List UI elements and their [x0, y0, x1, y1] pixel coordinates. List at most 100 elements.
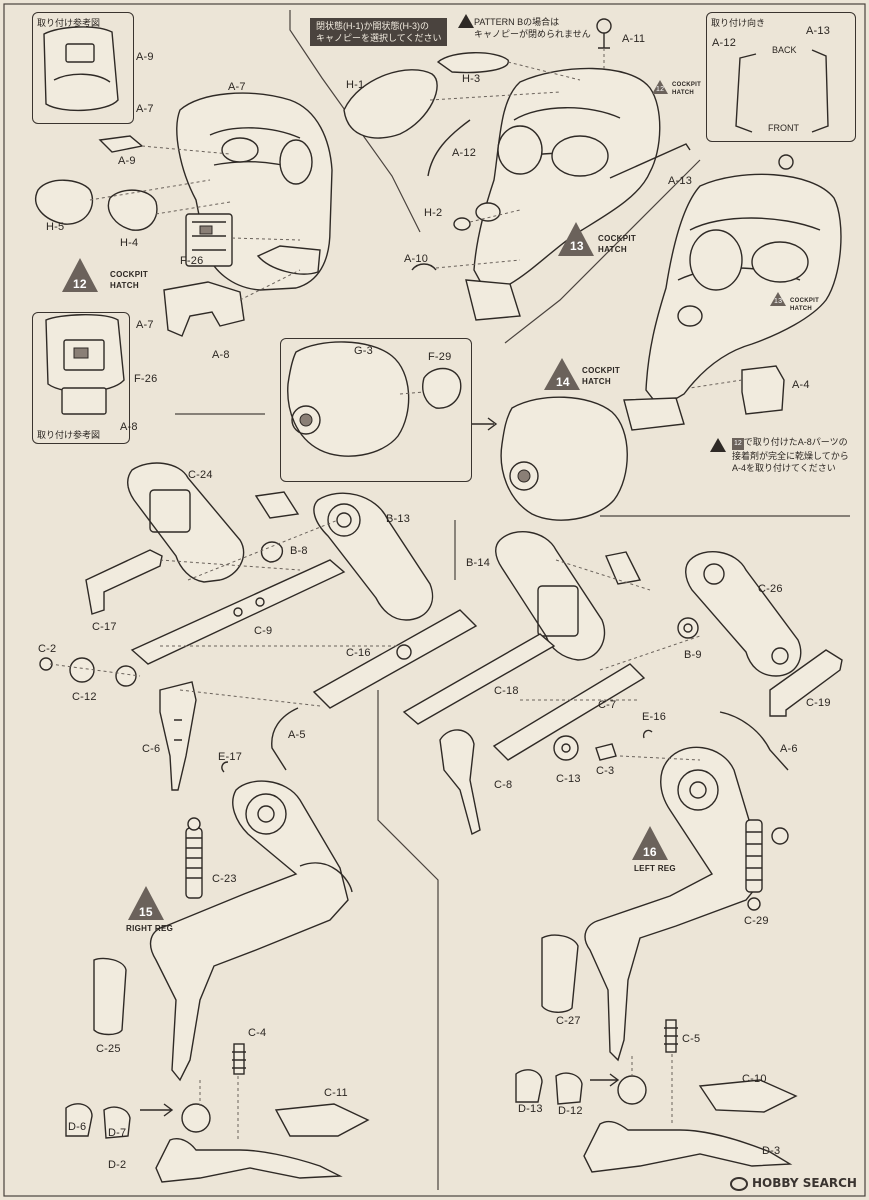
part-label: C-29 [744, 915, 769, 927]
part-label: A-8 [212, 349, 230, 361]
step14-number: 14 [556, 375, 570, 389]
part-label: B-14 [466, 557, 491, 569]
step12-number: 12 [73, 277, 87, 291]
watermark-text: HOBBY SEARCH [752, 1176, 857, 1190]
left-ref-box: 取り付け参考図 [32, 312, 130, 444]
part-label: H-2 [424, 207, 443, 219]
step13-title-1: COCKPIT [598, 234, 637, 243]
divider-step12-13 [289, 10, 421, 233]
part-label: A-12 [452, 147, 477, 159]
divider-step15-16 [377, 690, 439, 1190]
part-label: C-11 [324, 1087, 348, 1099]
part-label: C-16 [346, 647, 371, 659]
step13-number: 13 [570, 239, 584, 253]
glasses-icon [730, 1176, 748, 1191]
small-badge-14-shape [770, 292, 786, 306]
step14-note-line2: 接着剤が完全に乾燥してから [732, 451, 849, 461]
left-ref-drawing [45, 314, 125, 415]
small-badge-title-2: HATCH [790, 306, 813, 312]
part-label: B-8 [290, 545, 308, 557]
canopy-choice-note-line1: 閉状態(H-1)か開状態(H-3)の [316, 21, 429, 31]
top-left-ref-drawing [43, 26, 119, 112]
part-label: D-12 [558, 1105, 583, 1117]
step13-drawing [343, 18, 691, 321]
part-label: A-13 [668, 175, 693, 187]
step12-title-1: COCKPIT [110, 270, 149, 279]
part-label: A-11 [622, 33, 646, 45]
top-left-ref-box: 取り付け参考図 [32, 12, 134, 124]
part-label: D-3 [762, 1145, 781, 1157]
part-label: C-3 [596, 765, 615, 777]
left-ref-title: 取り付け参考図 [37, 430, 101, 440]
step14-box-drawing [287, 341, 498, 457]
step14-body-drawing [500, 154, 842, 521]
part-label: C-13 [556, 773, 581, 785]
part-label: H-5 [46, 221, 65, 233]
part-label: C-6 [142, 743, 161, 755]
part-label: C-2 [38, 643, 57, 655]
step15-drawing [39, 462, 478, 1183]
orientation-title: 取り付け向き [711, 18, 766, 28]
step12-title-2: HATCH [110, 281, 139, 290]
pattern-note-line1: PATTERN Bの場合は [474, 17, 560, 27]
part-label: A-9 [118, 155, 136, 167]
part-label: C-9 [254, 625, 273, 637]
step14-note-line3: A-4を取り付けてください [732, 463, 836, 473]
part-label: C-17 [92, 621, 117, 633]
part-label: A-6 [780, 743, 798, 755]
step12-badge-shape [62, 258, 98, 292]
part-label: A-5 [288, 729, 306, 741]
step16-number: 16 [643, 845, 657, 859]
step13-badge-shape [558, 222, 594, 256]
part-label: F-29 [428, 351, 452, 363]
warning-icon-shape-2 [458, 14, 474, 28]
step12-drawing [35, 92, 333, 337]
small-badge-title-1: COCKPIT [672, 82, 702, 88]
step14-title-1: COCKPIT [582, 366, 621, 375]
front-label: FRONT [768, 123, 799, 133]
small-badge-13-shape [652, 80, 668, 94]
part-label: C-18 [494, 685, 519, 697]
part-label: F-26 [134, 373, 158, 385]
part-label: C-10 [742, 1073, 767, 1085]
part-label: A-12 [712, 37, 737, 49]
orientation-drawing [735, 49, 829, 133]
step15-title: RIGHT REG [126, 924, 174, 933]
part-label: D-7 [108, 1127, 127, 1139]
part-label: C-25 [96, 1043, 121, 1055]
part-label: C-26 [758, 583, 783, 595]
part-label: A-7 [136, 319, 154, 331]
part-label: C-4 [248, 1027, 267, 1039]
small-badge-number: 13 [774, 298, 783, 305]
part-label: C-7 [598, 699, 617, 711]
step16-title: LEFT REG [634, 864, 676, 873]
part-label: D-13 [518, 1103, 543, 1115]
orientation-box: 取り付け向き [706, 12, 856, 142]
step14-note-line1: で取り付けたA-8パーツの [743, 437, 848, 447]
sheet-border [3, 3, 866, 1197]
pattern-note: PATTERN Bの場合は キャノピーが閉められません [474, 16, 591, 40]
part-label: H-3 [462, 73, 481, 85]
part-label: C-27 [556, 1015, 581, 1027]
part-label: A-8 [120, 421, 138, 433]
part-label: C-24 [188, 469, 213, 481]
step15-badge-shape [128, 886, 164, 920]
part-label: B-9 [684, 649, 702, 661]
part-label: C-23 [212, 873, 237, 885]
part-label: H-1 [346, 79, 365, 91]
part-label: G-3 [354, 345, 373, 357]
part-label: A-7 [228, 81, 246, 93]
top-left-ref-title: 取り付け参考図 [37, 18, 101, 28]
back-label: BACK [772, 45, 797, 55]
part-label: A-9 [136, 51, 154, 63]
step14-inset-box [280, 338, 472, 482]
part-label: A-7 [136, 103, 154, 115]
part-label: C-12 [72, 691, 97, 703]
step-badge-shapes [62, 14, 786, 920]
part-label: H-4 [120, 237, 139, 249]
step14-badge-shape [544, 358, 580, 390]
canopy-choice-note-line2: キャノピーを選択してください [316, 33, 442, 43]
